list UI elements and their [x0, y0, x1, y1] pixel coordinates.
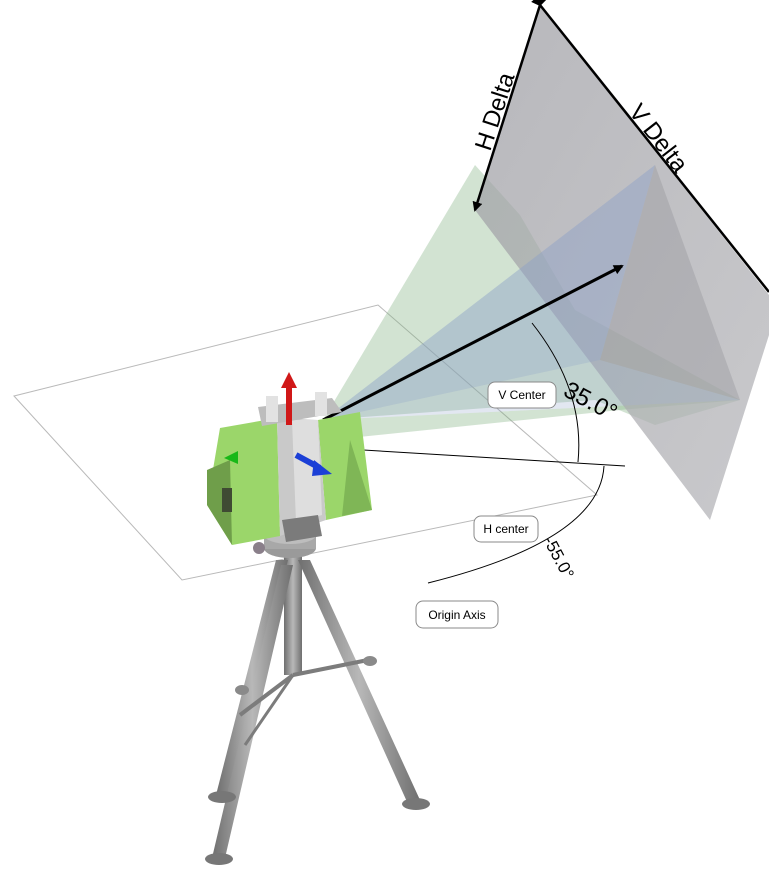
vertical-angle-arc	[531, 322, 580, 463]
scanner-handle-grip-right	[315, 392, 327, 416]
tripod-foot-front	[205, 853, 233, 865]
v-center-label: V Center	[498, 388, 545, 402]
origin-axis-callout: Origin Axis	[415, 600, 499, 629]
red-up-arrow-icon	[281, 372, 297, 425]
h-center-label: H center	[483, 522, 528, 536]
h-delta-line	[472, 0, 548, 212]
tripod-foot-left	[208, 791, 236, 803]
v-center-callout: V Center	[487, 381, 557, 409]
tripod-foot-right	[402, 798, 430, 810]
scanner-side-slot	[222, 488, 232, 512]
tripod-leg-right	[298, 560, 420, 804]
horizontal-reference-line	[329, 447, 626, 467]
blue-arrow-icon	[294, 452, 332, 476]
target-plane	[475, 5, 769, 520]
scanner-left-panel-shade	[207, 460, 232, 545]
origin-axis-label: Origin Axis	[428, 608, 485, 622]
tripod-spreader-front	[243, 674, 295, 746]
tripod-knob-right	[363, 656, 377, 666]
tripod-knob-left	[235, 685, 249, 695]
scanner-base	[282, 515, 322, 542]
v-delta-line	[531, 0, 769, 293]
scanner-center-face	[292, 420, 322, 522]
tripod-spreader-right	[292, 658, 369, 677]
green-cone-icon	[224, 451, 238, 464]
field-of-view-frustum-lower	[323, 400, 740, 440]
laser-scanner	[207, 392, 372, 545]
h-center-callout: H center	[473, 515, 539, 543]
tripod-leg-front	[212, 565, 293, 858]
horizontal-angle-value: -55.0°	[539, 533, 577, 582]
target-plane-shade	[600, 165, 740, 400]
ground-plane-outline	[13, 304, 599, 581]
center-direction-arrow	[322, 264, 624, 422]
tripod-head-knob	[253, 542, 265, 554]
tripod-spreader-left	[238, 673, 295, 717]
tripod	[205, 526, 430, 865]
scanner-handle-grip	[266, 396, 278, 422]
scanner-right-panel-shade	[342, 440, 372, 516]
inner-beam	[323, 165, 655, 420]
horizontal-angle-arc	[427, 465, 605, 584]
